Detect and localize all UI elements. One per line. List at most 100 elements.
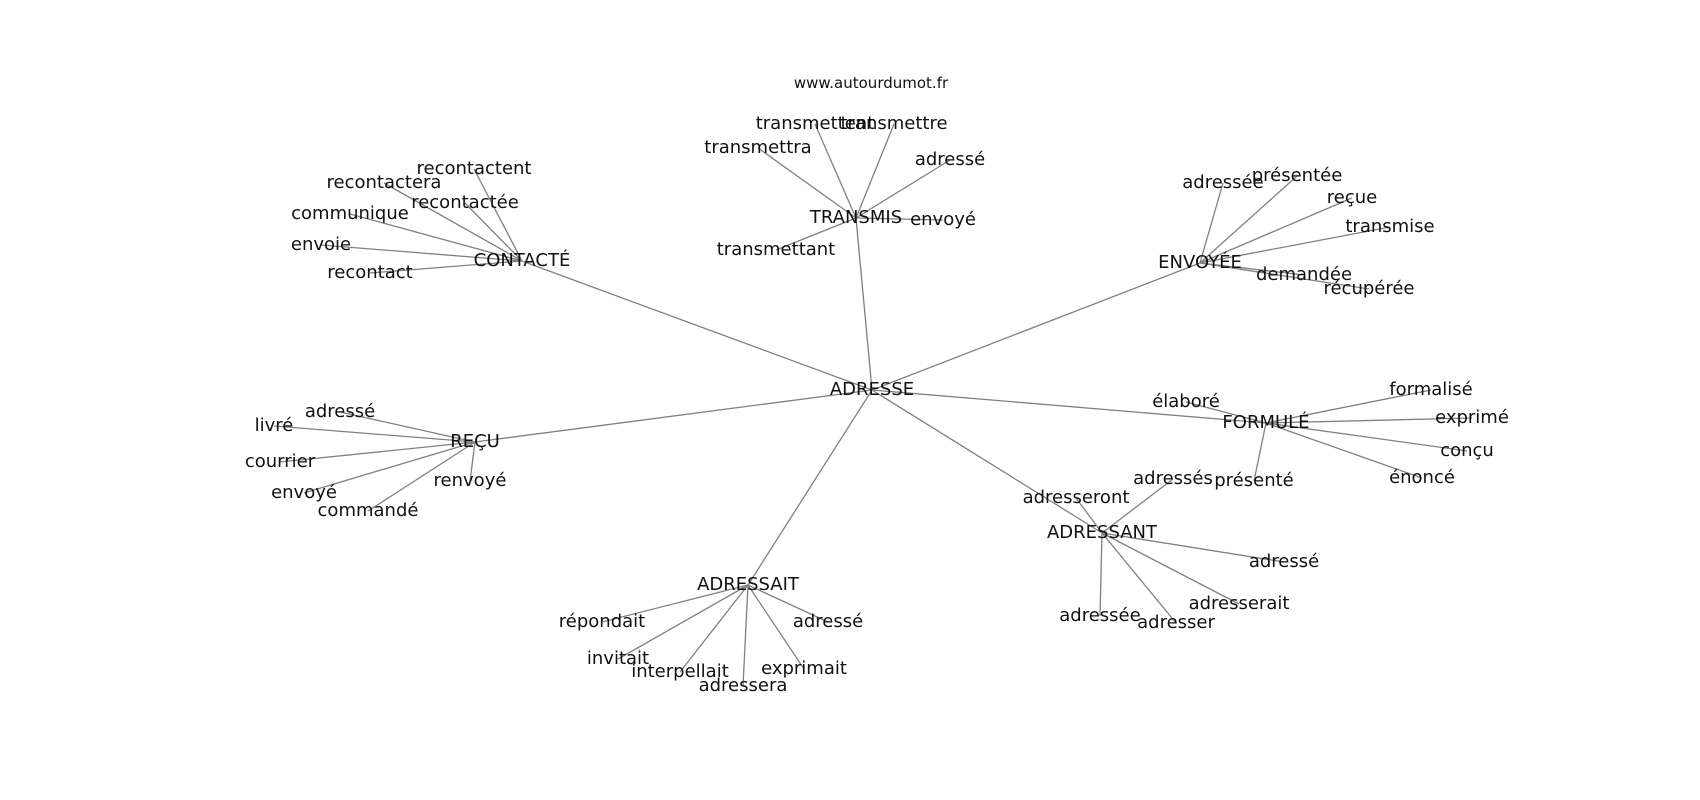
node-word-recontactera: recontactera — [327, 172, 442, 193]
node-word-exprimait: exprimait — [761, 658, 847, 679]
edge-contacte-recontactent — [473, 168, 523, 262]
node-hub-envoyee: ENVOYÉE — [1158, 251, 1242, 273]
node-word-presentee: présentée — [1252, 165, 1343, 186]
node-word-elabore: élaboré — [1152, 391, 1220, 412]
node-word-concu: conçu — [1440, 440, 1494, 461]
node-hub-formule: FORMULÉ — [1222, 411, 1309, 433]
edges-layer — [273, 123, 1473, 687]
node-word-adresserait: adresserait — [1189, 593, 1290, 614]
edge-recu-envoye — [303, 441, 476, 494]
edge-adressait-repondait — [601, 584, 749, 623]
node-word-enonce: énoncé — [1389, 467, 1455, 488]
edge-formule-enonce — [1265, 422, 1423, 479]
edge-recu-commande — [367, 441, 476, 512]
edge-envoyee-recuperee — [1199, 262, 1370, 290]
edge-adressait-interpellait — [679, 584, 749, 673]
edge-center-adressait — [747, 389, 873, 586]
node-word-adressee: adressée — [1182, 172, 1263, 193]
node-word-courrier: courrier — [245, 451, 316, 472]
edge-recu-livre — [273, 425, 476, 443]
edge-contacte-recontactee — [464, 202, 523, 262]
edge-adressant-adressee — [1099, 532, 1103, 617]
edge-center-transmis — [855, 217, 873, 391]
labels-layer: www.autourdumot.fr ADRESSE CONTACTÉ recont… — [245, 74, 1509, 696]
edge-envoyee-adressee — [1199, 182, 1224, 264]
edge-contacte-recontactera — [383, 182, 523, 262]
node-word-recontact: recontact — [327, 262, 412, 283]
edge-center-contacte — [521, 260, 873, 391]
edge-center-adressant — [871, 389, 1103, 534]
node-word-envoie: envoie — [291, 234, 351, 255]
edge-adressant-adresserait — [1101, 532, 1240, 605]
edge-formule-elabore — [1185, 401, 1267, 424]
node-word-envoye: envoyé — [271, 482, 337, 503]
edge-contacte-recontact — [369, 260, 523, 274]
node-word-formalise: formalisé — [1389, 379, 1472, 400]
node-word-presente: présenté — [1214, 470, 1294, 491]
edge-transmis-transmettent — [814, 123, 857, 219]
site-url: www.autourdumot.fr — [794, 74, 949, 92]
node-center: ADRESSE — [830, 379, 914, 400]
node-hub-recu: REÇU — [450, 431, 500, 452]
edge-envoyee-recue — [1199, 197, 1353, 264]
node-word-interpellait: interpellait — [631, 661, 729, 682]
edge-transmis-transmettre — [855, 123, 895, 219]
edge-adressant-adresses — [1101, 478, 1174, 534]
node-word-envoye: envoyé — [910, 209, 976, 230]
edge-transmis-envoye — [855, 217, 944, 221]
node-word-recue: reçue — [1327, 187, 1377, 208]
node-word-demandee: demandée — [1256, 264, 1352, 285]
edge-adressant-adresse — [1101, 532, 1285, 563]
node-word-recontactee: recontactée — [411, 192, 519, 213]
node-word-invitait: invitait — [587, 648, 649, 669]
node-hub-adressant: ADRESSANT — [1047, 522, 1158, 543]
node-word-adressee: adressée — [1059, 605, 1140, 626]
node-word-adresse: adressé — [1249, 551, 1319, 572]
edge-recu-renvoye — [469, 441, 476, 482]
edge-adressant-adresser — [1101, 532, 1177, 624]
edge-center-formule — [871, 389, 1267, 424]
node-word-recontactent: recontactent — [417, 158, 532, 179]
node-hub-transmis: TRANSMIS — [809, 207, 902, 228]
edge-recu-adresse — [339, 411, 476, 443]
edge-adressant-adresseront — [1075, 497, 1103, 534]
node-word-renvoye: renvoyé — [434, 470, 507, 491]
node-word-livre: livré — [255, 415, 294, 436]
edge-transmis-transmettra — [757, 147, 857, 219]
edge-formule-concu — [1265, 422, 1468, 452]
edge-adressait-adressera — [742, 584, 749, 687]
edge-adressait-exprimait — [747, 584, 805, 670]
edge-center-envoyee — [871, 262, 1201, 391]
node-hub-contacte: CONTACTÉ — [474, 249, 571, 271]
node-word-recuperee: récupérée — [1323, 278, 1414, 299]
node-word-adresseront: adresseront — [1023, 487, 1130, 508]
edge-transmis-transmettant — [775, 217, 857, 251]
node-word-transmettra: transmettra — [704, 137, 811, 158]
edge-adressait-adresse — [747, 584, 829, 623]
node-word-adresse: adressé — [915, 149, 985, 170]
edge-center-recu — [474, 389, 873, 443]
edge-adressait-invitait — [617, 584, 749, 660]
node-word-exprime: exprimé — [1435, 407, 1509, 428]
edge-envoyee-presentee — [1199, 175, 1298, 264]
edge-formule-presente — [1253, 422, 1267, 482]
node-hub-adressait: ADRESSAIT — [697, 574, 800, 595]
edge-formule-formalise — [1265, 389, 1432, 424]
node-word-transmettant: transmettant — [717, 239, 836, 260]
node-word-transmettent: transmettent — [756, 113, 875, 134]
edge-recu-courrier — [279, 441, 476, 463]
node-word-adresse: adressé — [305, 401, 375, 422]
node-word-transmise: transmise — [1345, 216, 1434, 237]
node-word-repondait: répondait — [559, 611, 645, 632]
edge-formule-exprime — [1265, 417, 1473, 424]
node-word-adresses: adressés — [1133, 468, 1213, 489]
node-word-adressera: adressera — [699, 675, 788, 696]
edge-contacte-envoie — [320, 244, 523, 262]
edge-envoyee-demandee — [1199, 262, 1305, 276]
node-word-adresser: adresser — [1137, 612, 1215, 633]
node-word-transmettre: transmettre — [840, 113, 947, 134]
edge-transmis-adresse — [855, 159, 951, 219]
edge-contacte-communique — [349, 213, 523, 262]
node-word-commande: commandé — [318, 500, 419, 521]
